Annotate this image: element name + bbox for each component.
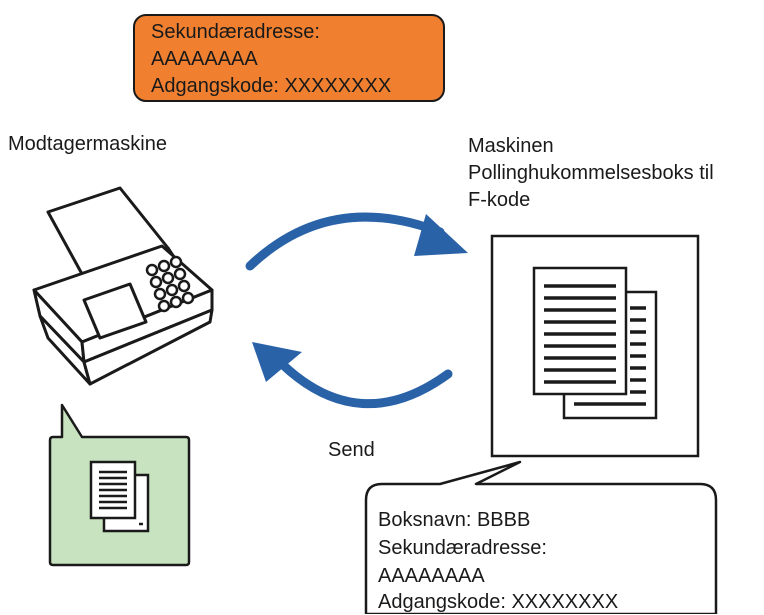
box-secondary-address-value: AAAAAAAA xyxy=(378,565,485,587)
machine-label-line1: Maskinen xyxy=(468,135,554,157)
send-label: Send xyxy=(328,439,375,461)
fax-machine-icon xyxy=(32,186,214,386)
received-documents-bubble xyxy=(48,403,191,567)
box-name-text: Boksnavn: BBBB xyxy=(378,509,531,531)
send-arrow-icon xyxy=(252,342,453,409)
machine-label-line3: F-kode xyxy=(468,189,531,211)
secondary-address-label: Sekundæradresse: xyxy=(151,21,320,43)
box-info-bubble xyxy=(364,460,718,614)
secondary-address-value: AAAAAAAA xyxy=(151,48,258,70)
box-password-text: Adgangskode: XXXXXXXX xyxy=(378,591,619,613)
secondary-address-box: Sekundæradresse: AAAAAAAA Adgangskode: X… xyxy=(133,14,445,102)
password-label: Adgangskode: XXXXXXXX xyxy=(151,75,392,97)
box-secondary-address-label: Sekundæradresse: xyxy=(378,537,547,559)
receiver-machine-label: Modtagermaskine xyxy=(8,133,167,155)
polling-memory-box-icon xyxy=(490,234,700,458)
request-arrow-icon xyxy=(245,212,468,271)
machine-label-line2: Pollinghukommelsesboks til xyxy=(468,162,714,184)
